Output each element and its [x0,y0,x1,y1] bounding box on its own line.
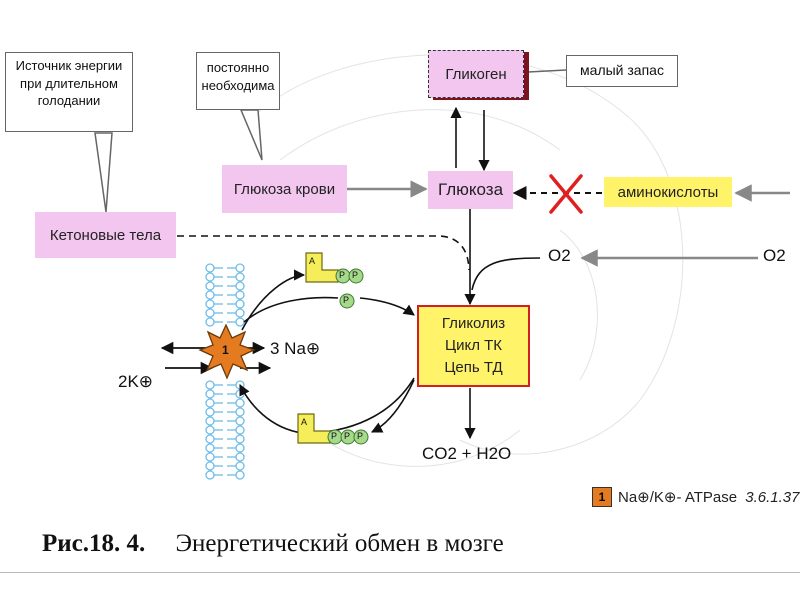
blood-glucose-box: Глюкоза крови [222,165,347,213]
lipid-head [235,263,245,273]
o2-inner-label: O2 [548,246,571,265]
lipid-head [205,416,215,426]
co2-h2o-label: CO2 + H2O [422,444,512,463]
inorganic-phosphate [339,293,355,309]
amino-acids-label: аминокислоты [617,183,719,201]
adp-molecule [305,252,364,284]
callout-constantly-needed: постоянно необходима [196,52,280,110]
legend-pump-square: 1 [592,487,612,507]
lipid-head [205,434,215,444]
lipid-head [235,452,245,462]
legend-number: 1 [598,490,606,504]
blood-glucose-label: Глюкоза крови [233,180,336,198]
lipid-head [235,470,245,480]
lipid-head [235,443,245,453]
potassium-label: 2K⊕ [118,372,154,391]
figure-number: Рис.18. 4. [42,530,146,557]
glycogen-label: Гликоген [445,65,507,83]
legend-text: Na⊕/K⊕- ATPase 3.6.1.37 [618,488,799,506]
atp-molecule [297,413,369,445]
callout-pointers [94,69,567,213]
glycolysis-label: Гликолиз [441,315,506,333]
glucose-label: Глюкоза [437,180,504,199]
lipid-head [205,470,215,480]
lipid-head [235,317,245,327]
pump-number: 1 [222,343,229,357]
lipid-head [205,317,215,327]
legend-ec-code: 3.6.1.37 [745,489,800,506]
lipid-head [205,443,215,453]
arrow-ketone-bodies [177,235,470,271]
ketone-bodies-label: Кетоновые тела [49,226,162,244]
lipid-head [205,398,215,408]
glucose-box: Глюкоза [428,171,513,209]
lipid-head [235,416,245,426]
lipid-head [205,389,215,399]
lipid-head [235,290,245,300]
callout-constantly-needed-text: постоянно необходима [201,60,275,93]
atp-p1: P [331,431,338,441]
glycogen-box: Гликоген [428,50,524,98]
figure-caption: Рис.18. 4. Энергетический обмен в мозге [42,530,504,558]
sodium-label: 3 Na⊕ [270,339,321,358]
callout-small-reserve-text: малый запас [580,62,664,78]
lipid-head [235,425,245,435]
lipid-head [205,425,215,435]
phosphate-2 [348,268,364,284]
pi-label: P [343,295,350,305]
callout-energy-source: Источник энергии при длительном голодани… [5,52,133,132]
lipid-head [205,461,215,471]
lipid-head [235,461,245,471]
adp-p1: P [339,270,346,280]
lipid-head [235,398,245,408]
ketone-bodies-box: Кетоновые тела [35,212,176,258]
callout-energy-source-text: Источник энергии при длительном голодани… [15,58,123,109]
o2-outer-label: O2 [763,246,786,265]
lipid-head [235,299,245,309]
lipid-head [205,452,215,462]
lipid-head [235,308,245,318]
lipid-head [235,272,245,282]
bottom-divider [0,572,800,573]
adp-adenosine: A [309,256,316,266]
tca-cycle-label: Цикл ТК [444,337,503,355]
lipid-head [235,281,245,291]
lipid-head [205,272,215,282]
callout-small-reserve: малый запас [566,55,678,87]
arrow-o2-inner [471,257,541,291]
lipid-head [205,263,215,273]
lipid-head [205,299,215,309]
lipid-head [205,290,215,300]
lipid-head [235,407,245,417]
atp-adenosine: A [301,417,308,427]
lipid-head [235,434,245,444]
legend: 1 Na⊕/K⊕- ATPase 3.6.1.37 [592,487,799,507]
na-k-pump-icon [198,323,256,380]
lipid-head [205,407,215,417]
legend-enzyme: Na⊕/K⊕- ATPase [618,489,738,506]
atp-p2: P [344,431,351,441]
cell-membrane [205,263,245,480]
figure-title: Энергетический обмен в мозге [175,530,504,557]
resp-chain-label: Цепь ТД [444,358,503,376]
lipid-head [205,281,215,291]
blocked-x-icon [549,174,583,214]
energy-curves [239,269,415,434]
atp-p3: P [357,431,364,441]
lipid-head [205,308,215,318]
metabolic-pathways-box: Гликолиз Цикл ТК Цепь ТД [417,305,530,387]
amino-acids-box: аминокислоты [604,177,732,207]
lipid-head [205,380,215,390]
adp-p2: P [352,270,359,280]
